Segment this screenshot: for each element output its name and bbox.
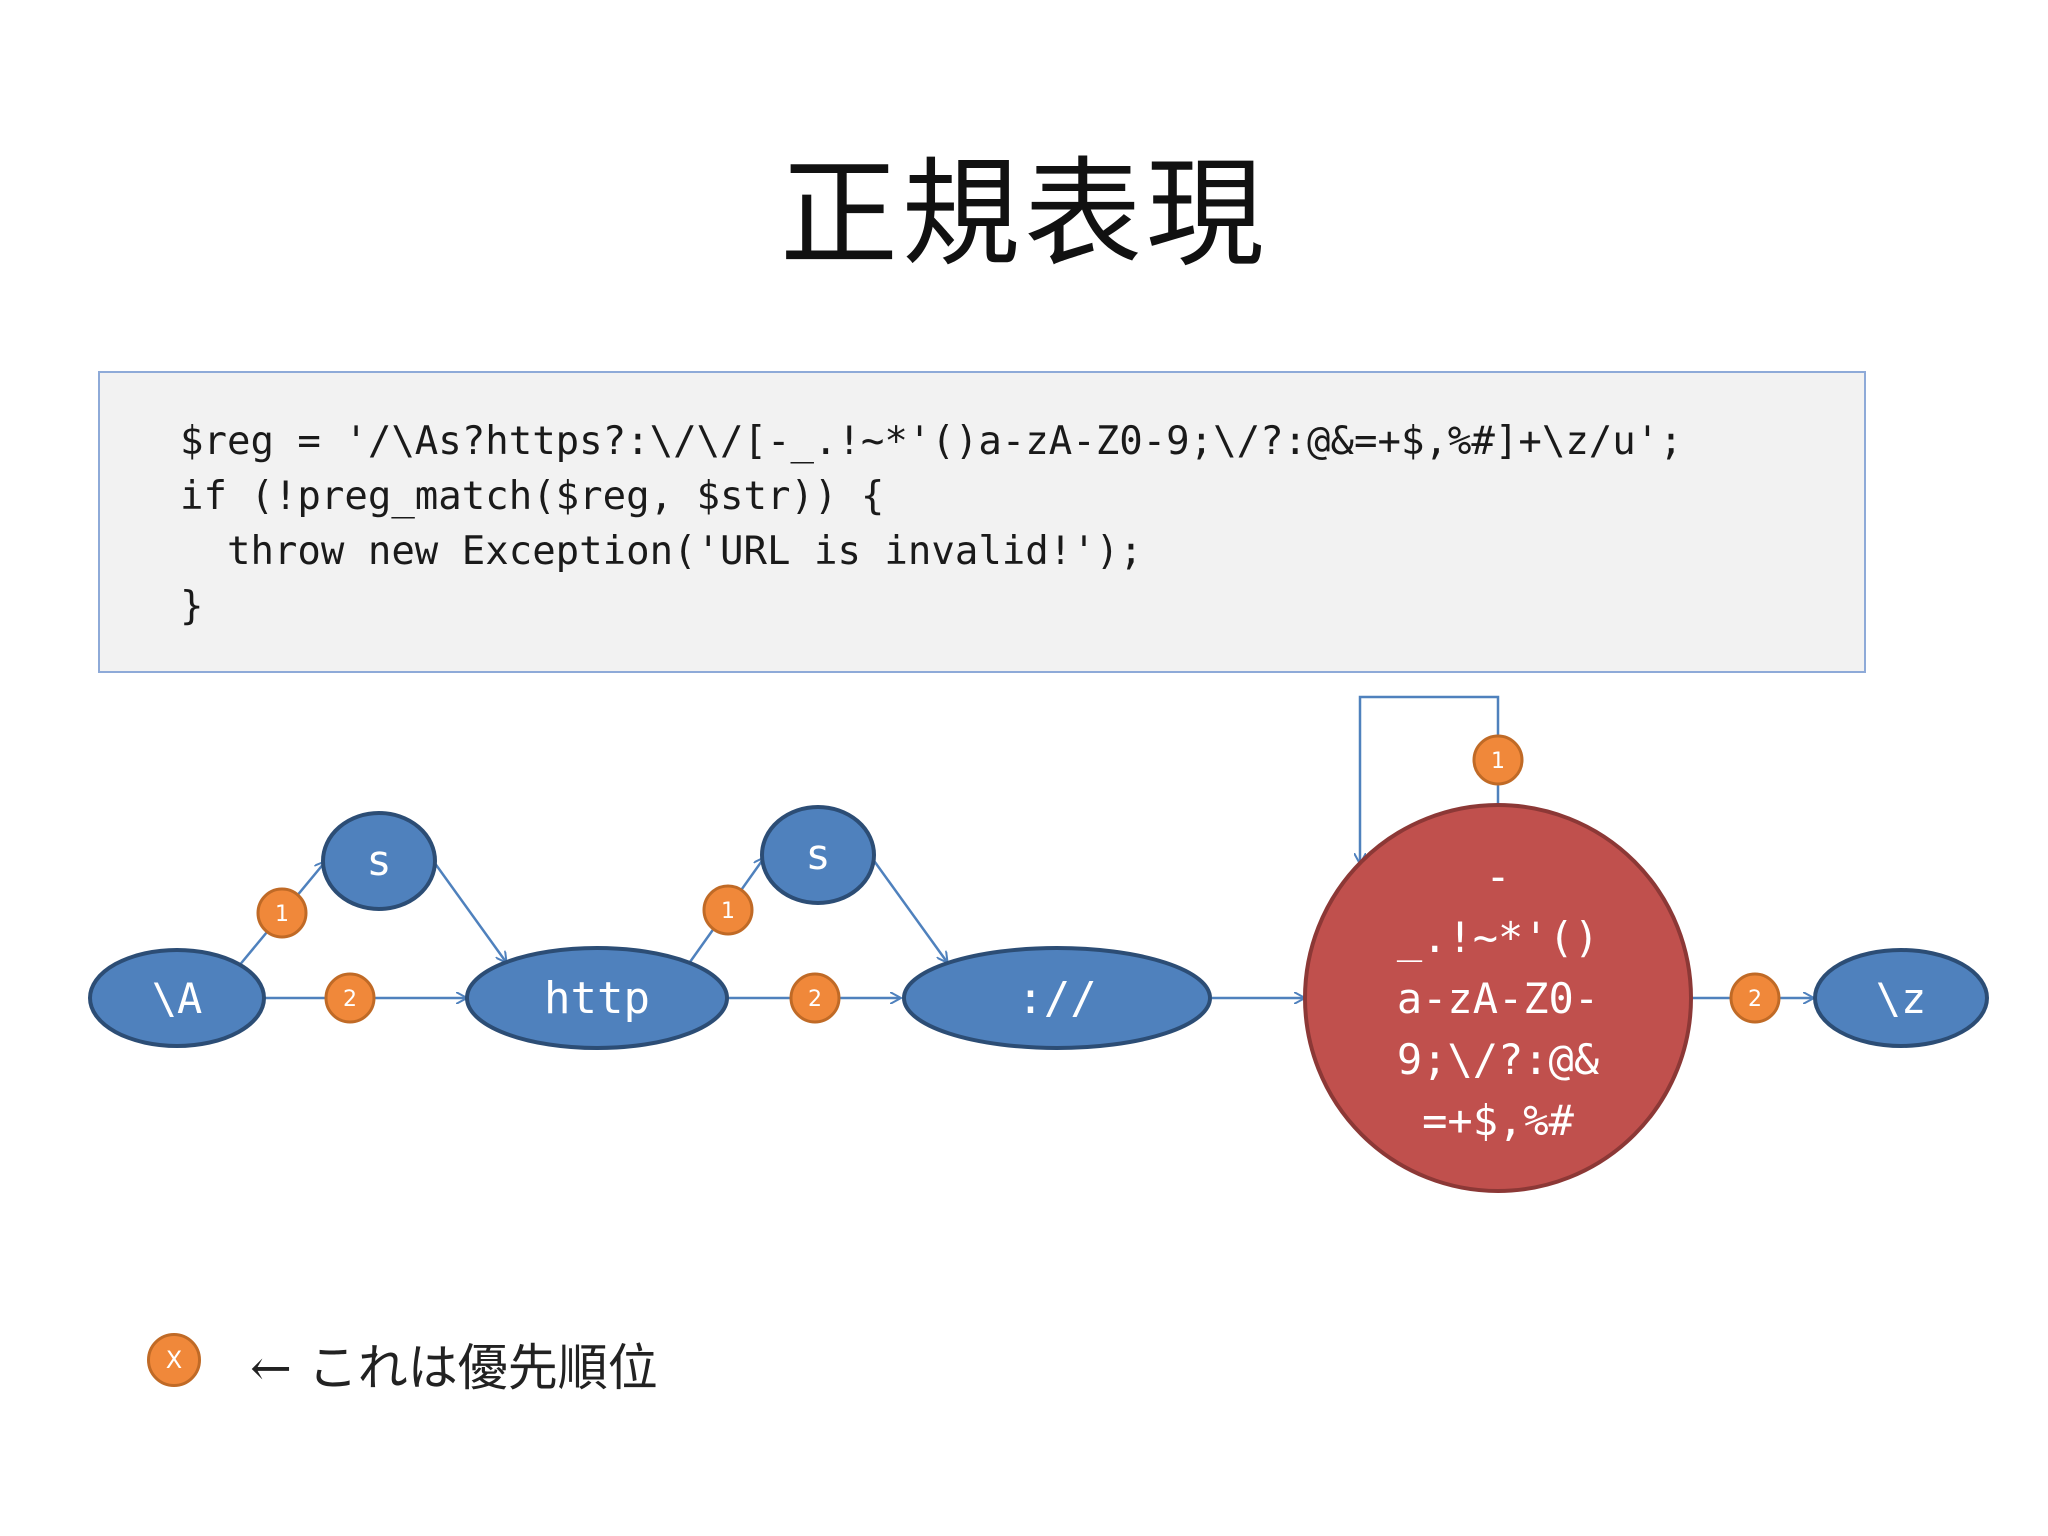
priority-badge-charset-to-end-label: 2 [1748, 987, 1762, 1012]
node-s-optional-2-label: s [805, 830, 830, 879]
priority-badge-http-to-sep: 2 [789, 972, 841, 1024]
node-charset-line-4: 9;\/?:@& [1397, 1035, 1600, 1084]
edge-s-to-sep [870, 857, 947, 962]
priority-badge-start-to-s-label: 1 [275, 902, 289, 927]
code-line-2: if (!preg_match($reg, $str)) { [180, 474, 885, 519]
node-charset-line-5: =+$,%# [1422, 1096, 1574, 1145]
code-line-4: } [180, 584, 204, 629]
code-line-1: $reg = '/\As?https?:\/\/[-_.!~*'()a-zA-Z… [180, 419, 1683, 464]
node-s-optional-2: s [760, 805, 876, 905]
node-http: http [465, 946, 729, 1050]
code-block: $reg = '/\As?https?:\/\/[-_.!~*'()a-zA-Z… [98, 371, 1866, 673]
priority-badge-http-to-s-label: 1 [721, 899, 735, 924]
legend-caption-text: これは優先順位 [307, 1339, 658, 1397]
node-s-optional-1-label: s [366, 836, 391, 885]
priority-badge-http-to-sep-label: 2 [808, 987, 822, 1012]
priority-badge-start-to-s: 1 [256, 887, 308, 939]
node-charset: - _.!~*'() a-zA-Z0- 9;\/?:@& =+$,%# [1303, 803, 1693, 1193]
node-scheme-separator: :// [902, 946, 1212, 1050]
legend-caption: ← これは優先順位 [250, 1328, 658, 1400]
node-http-label: http [544, 973, 650, 1024]
priority-badge-start-to-http: 2 [324, 972, 376, 1024]
node-end: \z [1813, 948, 1989, 1048]
node-charset-line-2: _.!~*'() [1397, 913, 1599, 962]
page-title: 正規表現 [779, 145, 1268, 283]
priority-badges: 1 2 1 2 1 2 [256, 734, 1781, 1024]
node-start-label: \A [152, 974, 203, 1023]
legend-priority-badge: X [147, 1333, 201, 1387]
node-end-label: \z [1876, 974, 1927, 1023]
priority-badge-charset-to-end: 2 [1729, 972, 1781, 1024]
node-charset-line-3: a-zA-Z0- [1397, 974, 1599, 1023]
node-scheme-separator-label: :// [1017, 973, 1096, 1024]
priority-badge-charset-loop-label: 1 [1491, 749, 1505, 774]
node-s-optional-1: s [321, 811, 437, 911]
priority-badge-http-to-s: 1 [702, 884, 754, 936]
code-line-3: throw new Exception('URL is invalid!'); [180, 529, 1143, 574]
left-arrow-icon: ← [250, 1339, 292, 1397]
node-charset-line-1: - [1485, 852, 1510, 901]
edge-s-to-http [432, 861, 506, 962]
node-start: \A [88, 948, 266, 1048]
priority-badge-start-to-http-label: 2 [343, 987, 357, 1012]
priority-badge-charset-loop: 1 [1472, 734, 1524, 786]
